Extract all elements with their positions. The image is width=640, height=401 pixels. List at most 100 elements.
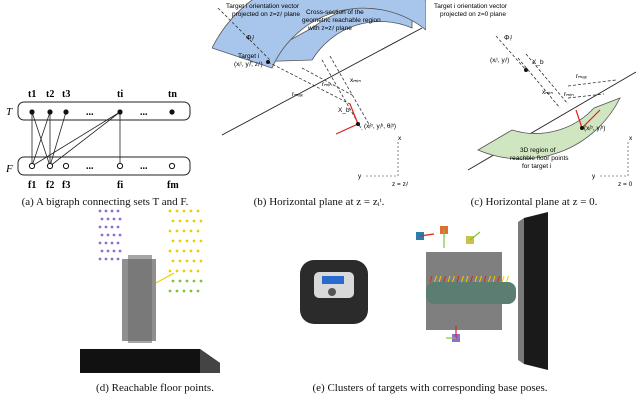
- bigraph-edges: [31, 111, 121, 167]
- floor-dot: [185, 239, 189, 243]
- floor-dot: [196, 289, 200, 293]
- floor-dot: [98, 209, 102, 213]
- bottom-set-box: [17, 156, 191, 176]
- c-xmin: xₘᵢₙ: [542, 89, 553, 96]
- floor-dot: [106, 217, 110, 221]
- floor-dot: [199, 259, 203, 263]
- wall: [524, 212, 548, 370]
- floor-dot: [185, 259, 189, 263]
- base-pose-3-axis: [469, 231, 481, 241]
- floor-slab: [80, 349, 220, 373]
- b-base-coords: (xᵢᵇ, yᵢᵇ, θᵢᵇ): [364, 123, 396, 130]
- floor-dot: [175, 269, 179, 273]
- set-label-t: T: [6, 106, 13, 118]
- caption-a: (a) A bigraph connecting sets T and F.: [21, 196, 189, 208]
- b-rmax: rₘₐₓ: [292, 91, 304, 98]
- floor-dot: [175, 289, 179, 293]
- set-label-f: F: [5, 163, 13, 175]
- target-marker: [434, 275, 437, 283]
- caption-c: (c) Horizontal plane at z = 0.: [470, 196, 598, 208]
- rmax-line: [267, 61, 353, 106]
- target-marker: [452, 275, 455, 283]
- floor-dot: [182, 249, 186, 253]
- caption-e: (e) Clusters of targets with correspondi…: [312, 382, 548, 394]
- b-phi: Φᵢᵗ: [246, 35, 255, 42]
- floor-dot: [168, 269, 172, 273]
- floor-dot: [192, 239, 196, 243]
- floor-dot: [196, 269, 200, 273]
- floor-dot: [182, 209, 186, 213]
- floor-dot: [118, 217, 122, 221]
- top-node-labels: t1 t2 t3 ... ti ... tn: [28, 89, 177, 118]
- c-x-label: x: [629, 135, 633, 142]
- label-fi: fi: [117, 180, 123, 191]
- panel-b-svg: Target i orientation vector projected on…: [211, 0, 427, 188]
- floor-dot: [185, 219, 189, 223]
- floor-dot: [104, 257, 108, 261]
- target-marker: [497, 275, 500, 283]
- c-rmin-line: [567, 93, 605, 99]
- floor-dot: [116, 257, 120, 261]
- floor-dot: [189, 249, 193, 253]
- b-x-label: x: [398, 135, 402, 142]
- floor-dot: [104, 241, 108, 245]
- b-target-label: Target i: [238, 53, 259, 60]
- target-marker: [456, 275, 460, 283]
- floor-dot: [199, 239, 203, 243]
- b-cross-2: geometric reachable region: [302, 17, 381, 24]
- panel-b: Target i orientation vector projected on…: [211, 0, 427, 190]
- label-t3: t3: [62, 89, 70, 100]
- target-marker: [479, 275, 482, 283]
- floor-dot: [175, 249, 179, 253]
- label-fm: fm: [167, 180, 179, 191]
- floor-dot: [106, 233, 110, 237]
- label-dots-1: ...: [86, 107, 94, 118]
- b-orient-note-2: projected on z=zᵢᵗ plane: [232, 11, 300, 18]
- c-rmax-line: [567, 79, 617, 87]
- floor-dot: [112, 249, 116, 253]
- floor-dot: [168, 209, 172, 213]
- floor-dot: [168, 229, 172, 233]
- bottom-nodes: [28, 162, 176, 170]
- floor-dot: [168, 249, 172, 253]
- b-target-coords: (xᵢᵗ, yᵢᵗ, zᵢᵗ): [234, 61, 263, 68]
- floor-dot: [100, 233, 104, 237]
- c-orientation-vector: [495, 35, 527, 71]
- top-nodes: [29, 109, 175, 115]
- c-target-coords: (xᵢᵗ, yᵢᵗ): [490, 57, 509, 64]
- target-point: [266, 60, 270, 64]
- floor-dot: [116, 209, 120, 213]
- object-marker: [322, 276, 344, 284]
- label-t1: t1: [28, 89, 36, 100]
- c-corridor-left: [517, 57, 561, 109]
- target-marker: [470, 275, 473, 283]
- floor-dot: [110, 225, 114, 229]
- reach-region-green: [477, 97, 621, 160]
- wall-side: [518, 218, 524, 364]
- label-dots-2: ...: [140, 107, 148, 118]
- floor-dot: [112, 217, 116, 221]
- b-cross-1: Cross-section of the: [306, 9, 364, 16]
- floor-dot: [178, 219, 182, 223]
- target-marker: [465, 275, 469, 283]
- top-set-box: [17, 101, 191, 121]
- node-fm: [168, 162, 176, 170]
- bottom-node-labels: f1 f2 f3 ... fi ... fm: [28, 161, 179, 191]
- target-marker: [506, 275, 509, 283]
- orientation-arrow: [155, 272, 175, 284]
- c-region-2: reachble floor points: [510, 155, 569, 162]
- floor-dot: [171, 279, 175, 283]
- caption-d: (d) Reachable floor points.: [96, 382, 214, 394]
- node-tn: [169, 109, 175, 115]
- floor-dot: [100, 249, 104, 253]
- object-hole: [328, 288, 336, 296]
- node-f2: [46, 162, 54, 170]
- rmin-line: [301, 67, 353, 96]
- target-marker: [443, 275, 446, 283]
- floor-dot: [189, 229, 193, 233]
- floor-dot: [196, 229, 200, 233]
- label-tn: tn: [168, 89, 177, 100]
- node-t1: [29, 109, 35, 115]
- floor-dot: [192, 259, 196, 263]
- floor-slab-side: [200, 349, 220, 373]
